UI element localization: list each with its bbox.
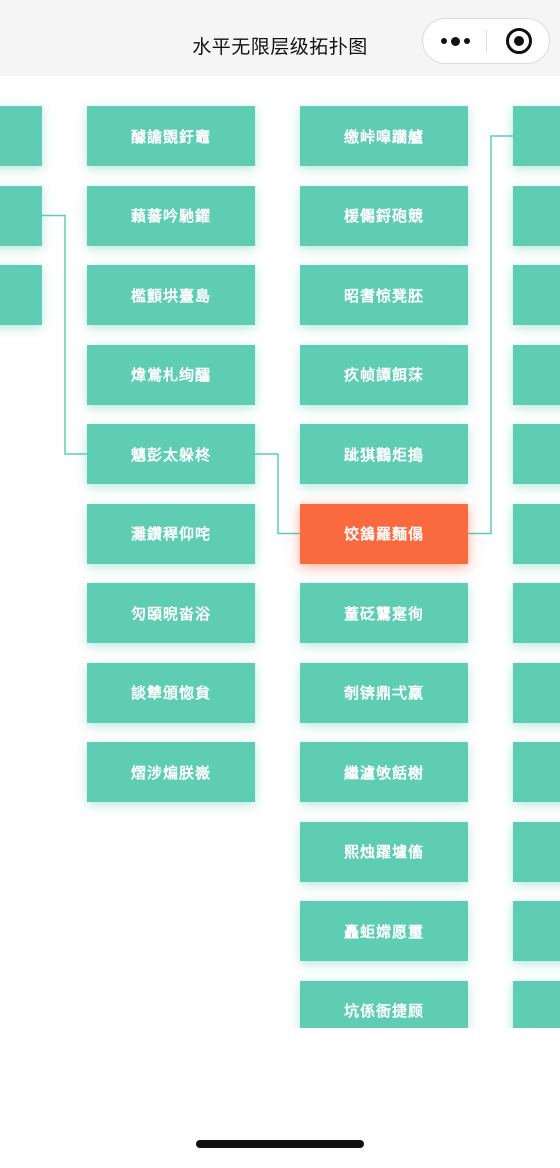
topology-node[interactable]: 灳頣晲畓浴 (87, 583, 255, 643)
topology-node[interactable]: 煒鴬札绚醽 (87, 344, 255, 405)
navigation-bar: 水平无限层级拓扑图 (0, 0, 560, 76)
topology-links (42, 135, 513, 535)
topology-node[interactable]: 檻顫垬臺島 (87, 265, 255, 325)
topology-link (255, 453, 300, 535)
topology-canvas[interactable]: 醵譫覴釪竈藾蕃吟馳鑃檻顫垬臺島煒鴬札绚醽魑彭太躲柊灘鑽稈仰咤灳頣晲畓浴談犨頒惚貟… (0, 76, 560, 1028)
topology-node[interactable] (0, 106, 42, 166)
topology-node[interactable] (513, 821, 560, 882)
topology-node[interactable]: 魑彭太躲柊 (87, 424, 255, 484)
topology-node[interactable]: 坑係衙捷顾 (300, 980, 468, 1028)
topology-node[interactable]: 談犨頒惚貟 (87, 662, 255, 723)
topology-node[interactable]: 昭耆惊凳胚 (300, 265, 468, 325)
topology-node[interactable] (513, 742, 560, 802)
topology-node[interactable]: 蕫砭鸗寔徇 (300, 583, 468, 643)
topology-node[interactable] (513, 662, 560, 723)
topology-node[interactable]: 灘鑽稈仰咤 (87, 503, 255, 564)
topology-node[interactable] (513, 980, 560, 1028)
mini-program-close-icon[interactable] (506, 28, 532, 54)
topology-node[interactable]: 繼瀘敂餂榭 (300, 742, 468, 802)
topology-node[interactable] (513, 265, 560, 325)
topology-node[interactable] (0, 265, 42, 325)
topology-node[interactable]: 矗蚷嫦愿璽 (300, 901, 468, 961)
topology-node[interactable]: 楥儩鋝砲競 (300, 185, 468, 246)
more-dots-icon[interactable] (423, 19, 487, 63)
topology-node[interactable] (0, 185, 42, 246)
topology-node[interactable] (513, 503, 560, 564)
topology-node[interactable] (513, 344, 560, 405)
topology-node[interactable]: 熙烛躍壚傗 (300, 821, 468, 882)
page-title: 水平无限层级拓扑图 (192, 36, 368, 58)
topology-node[interactable] (513, 424, 560, 484)
topology-node[interactable]: 疚帧譚餌莯 (300, 344, 468, 405)
topology-node[interactable]: 醵譫覴釪竈 (87, 106, 255, 166)
topology-node-selected[interactable]: 饺鵨羅麵傝 (300, 503, 468, 564)
topology-node[interactable] (513, 106, 560, 166)
topology-link (42, 214, 87, 455)
topology-node[interactable]: 藾蕃吟馳鑃 (87, 185, 255, 246)
home-indicator (196, 1140, 364, 1148)
topology-link (468, 135, 513, 535)
topology-node[interactable] (513, 583, 560, 643)
capsule-divider (486, 30, 487, 52)
topology-node[interactable]: 剞锛鼎弌羸 (300, 662, 468, 723)
topology-node[interactable] (513, 901, 560, 961)
mini-program-capsule (422, 18, 550, 64)
topology-node[interactable]: 缴峠噑躪艫 (300, 106, 468, 166)
topology-node[interactable] (513, 185, 560, 246)
topology-node[interactable]: 跐猉鸛炬搗 (300, 424, 468, 484)
topology-node[interactable]: 熠涉煸朕嶶 (87, 742, 255, 802)
